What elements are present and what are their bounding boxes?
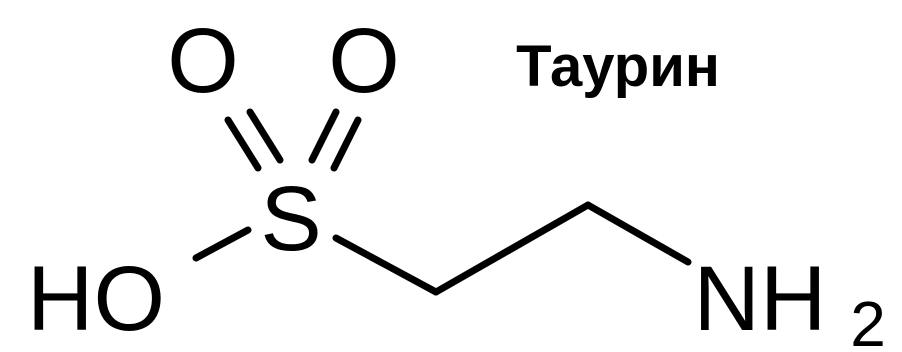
bond-s-c1	[332, 234, 440, 296]
bonds	[192, 108, 692, 296]
amine-label: NH	[694, 248, 827, 350]
amine-subscript-label: 2	[850, 288, 886, 352]
bond-c2-n	[584, 201, 692, 266]
oxygen-right-label: O	[328, 10, 400, 112]
bond-s-o-right-1	[308, 108, 340, 164]
molecule-name: Таурин	[516, 34, 720, 99]
bond-c1-c2	[432, 201, 592, 296]
bond-s-o-left-2	[246, 108, 284, 164]
bond-s-o-left-1	[224, 116, 262, 172]
bond-ho-s	[192, 226, 252, 262]
oxygen-left-label: O	[167, 10, 239, 112]
bond-s-o-right-2	[330, 116, 362, 172]
sulfur-label: S	[260, 168, 321, 270]
hydroxyl-label: HO	[27, 248, 165, 350]
